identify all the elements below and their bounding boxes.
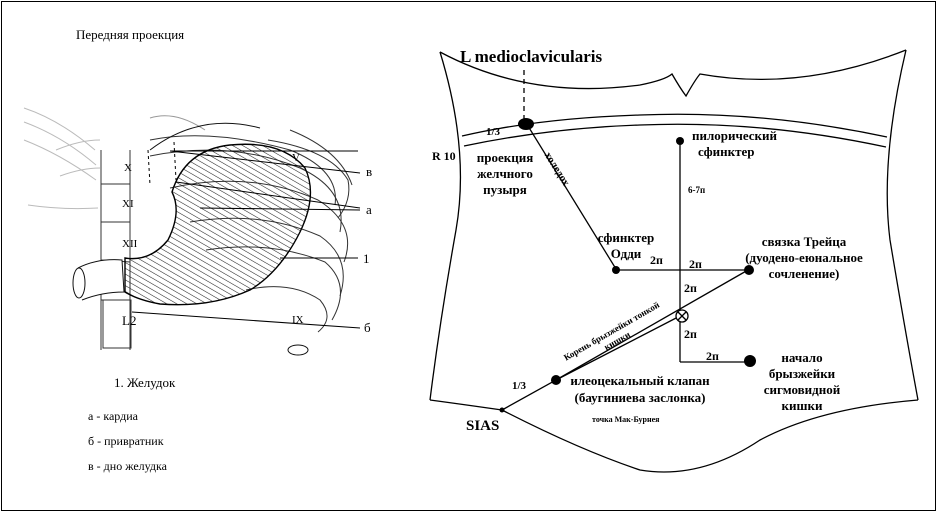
pointer-label-a: а [366, 202, 372, 217]
figure-title-stomach: 1. Желудок [114, 375, 176, 390]
sternal-notch [439, 49, 907, 98]
fraction-top-label: 1/3 [486, 126, 501, 138]
gallbladder-point [518, 118, 534, 130]
distance-2p-oddi: 2п [650, 253, 663, 267]
torso-left-contour [429, 51, 462, 401]
line-title-medioclavicular: L medioclavicularis [460, 47, 603, 66]
gallbladder-label: проекция желчного пузыря [476, 150, 534, 197]
pointer-label-b: б [364, 320, 371, 335]
mcburney-point-label: точка Мак-Бурнея [592, 415, 660, 424]
pyloric-sphincter-label: пилорический сфинктер [692, 128, 777, 159]
stomach-anatomy-drawing [23, 107, 361, 356]
sigmoid-point [744, 355, 756, 367]
distance-6-7p-label: 6-7п [688, 185, 706, 195]
distance-2p-treitz: 2п [689, 257, 702, 271]
pointer-label-v: в [366, 164, 373, 179]
caption-front-projection: Передняя проекция [76, 27, 185, 42]
navel-cross-marker [675, 309, 689, 323]
vertebra-xii-label: XII [122, 238, 138, 250]
pointer-label-1: 1 [363, 251, 370, 266]
vertebra-x-label: X [124, 162, 132, 174]
sigmoid-mesentery-label: начало брызжейки сигмовидной кишки [763, 350, 841, 413]
pyloric-sphincter-point [676, 137, 684, 145]
left-panel-stomach-projection: Передняя проекция X XI XII L2 V IX в а 1… [0, 0, 410, 512]
vertebra-l2-label: L2 [122, 313, 137, 328]
sias-point [499, 407, 505, 413]
choledoch-duct [527, 125, 617, 270]
fraction-bottom-label: 1/3 [512, 380, 527, 392]
mesentery-root-line [555, 269, 749, 381]
rib-ix-label: IX [292, 314, 304, 326]
legend-fundus: в - дно желудка [88, 459, 167, 473]
ileocecal-valve-label: илеоцекальный клапан (баугиниева заслонк… [570, 373, 710, 405]
distance-2p-vertical-upper: 2п [684, 281, 697, 295]
legend-cardia: а - кардиа [88, 409, 138, 423]
distance-2p-vertical-lower: 2п [684, 327, 697, 341]
ileocecal-center-line [555, 315, 681, 381]
treitz-ligament-label: связка Трейца (дуодено-еюнальное сочлене… [745, 234, 863, 281]
legend-pylorus: б - привратник [88, 434, 164, 448]
treitz-point [744, 265, 754, 275]
ileocecal-point [551, 375, 561, 385]
r10-label: R 10 [432, 149, 456, 163]
costal-margin-lower [463, 123, 887, 148]
costal-margin-upper [461, 113, 888, 138]
sias-ileocecal-line [501, 379, 557, 411]
oddi-point [612, 266, 620, 274]
sias-label: SIAS [466, 418, 500, 434]
rib-v-label: V [292, 152, 300, 164]
torso-right-contour [886, 49, 919, 401]
inguinal-contour [429, 399, 919, 473]
vertebra-xi-label: XI [122, 198, 134, 210]
distance-2p-sigmoid: 2п [706, 349, 719, 363]
oddi-sphincter-label: сфинктер Одди [597, 230, 655, 261]
